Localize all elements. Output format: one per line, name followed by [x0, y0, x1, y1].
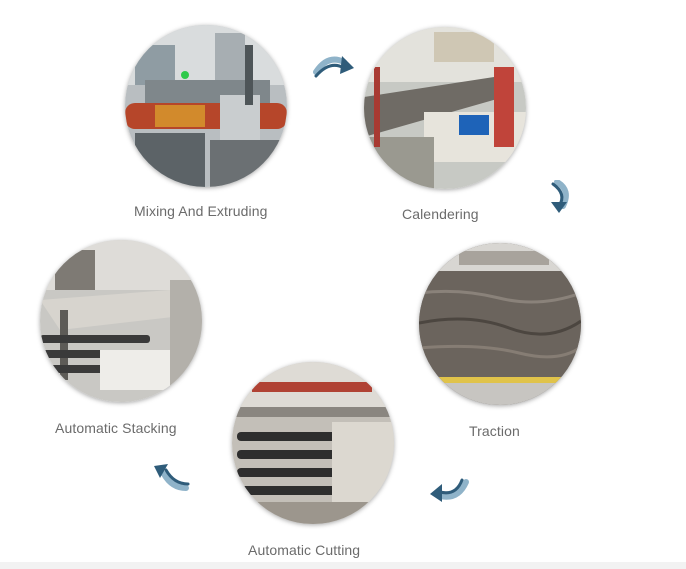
- curved-arrow-icon: [313, 56, 354, 78]
- bottom-divider: [0, 562, 686, 569]
- step-label-cutting: Automatic Cutting: [248, 542, 361, 558]
- step-label-mixing: Mixing And Extruding: [134, 203, 268, 219]
- curved-arrow-icon: [430, 478, 469, 502]
- automatic-cutting-photo: [232, 362, 394, 524]
- step-label-calendering: Calendering: [402, 206, 479, 222]
- traction-photo: [419, 243, 581, 405]
- automatic-stacking-photo: [40, 240, 202, 402]
- step-label-stacking: Automatic Stacking: [55, 420, 177, 436]
- mixing-extruding-photo: [125, 25, 287, 187]
- step-label-traction: Traction: [469, 423, 520, 439]
- calendering-photo: [364, 27, 526, 189]
- curved-arrow-icon: [154, 464, 190, 491]
- curved-arrow-icon: [551, 180, 569, 213]
